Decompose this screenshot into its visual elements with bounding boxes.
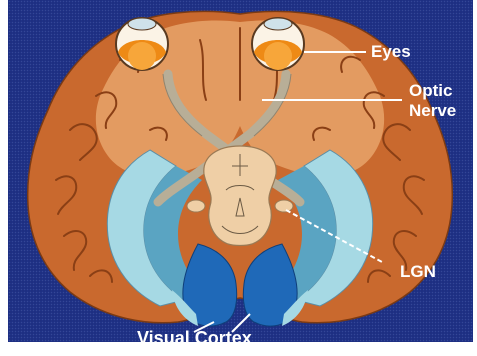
label-lgn: LGN — [400, 263, 436, 280]
label-optic-line2: Nerve — [409, 101, 473, 121]
eye-right — [252, 18, 304, 70]
lgn-left — [187, 200, 205, 212]
label-eyes: Eyes — [371, 43, 411, 60]
label-visual-cortex: Visual Cortex — [137, 330, 252, 347]
label-optic-nerve: Optic Nerve — [409, 81, 473, 121]
eye-left — [116, 18, 168, 70]
lgn-right — [275, 200, 293, 212]
label-optic-line1: Optic — [409, 81, 473, 101]
